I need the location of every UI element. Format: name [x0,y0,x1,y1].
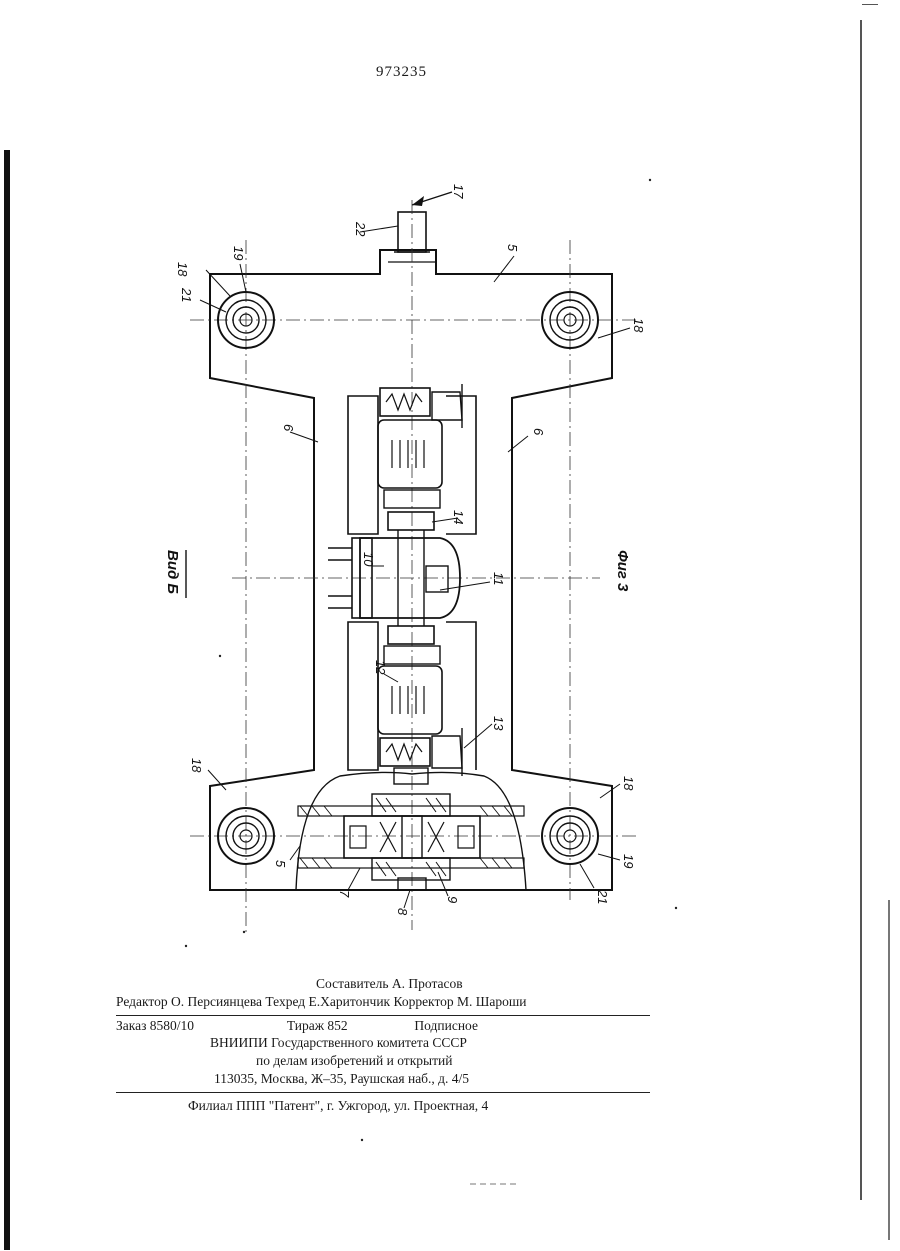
callout-18-tl: 18 [175,262,190,277]
lower-brake-13 [380,738,430,766]
callout-19-bottom: 19 [621,854,636,868]
imprint-branch: Филиал ППП "Патент", г. Ужгород, ул. Про… [188,1098,488,1114]
imprint-print-run: Тираж 852 [287,1018,348,1033]
callout-13: 13 [491,716,506,731]
callout-18-bl: 18 [189,758,204,773]
callout-21-bottom: 21 [595,889,610,904]
imprint-editors: Редактор О. Персиянцева Техред Е.Харитон… [116,994,527,1010]
imprint-order-line: Заказ 8580/10 Тираж 852 Подписное [116,1018,478,1034]
callout-8: 8 [395,908,410,916]
imprint-subscription: Подписное [414,1018,478,1033]
callout-18-br: 18 [621,776,636,791]
section-cutaway [296,772,526,890]
callout-6-right: 6 [531,428,546,436]
callout-21-top: 21 [179,287,194,302]
callout-14: 14 [451,510,466,524]
callout-5-bottom: 5 [273,860,288,868]
imprint-institute-dept: по делам изобретений и открытий [256,1053,452,1069]
imprint-address: 113035, Москва, Ж–35, Раушская наб., д. … [214,1071,469,1087]
imprint-rule-bottom [116,1092,650,1093]
callout-7: 7 [337,890,352,898]
callout-6-left: 6 [281,424,296,432]
figure-caption: Фиг 3 [614,550,631,592]
gear-11 [426,566,448,592]
callout-22: 22 [353,221,368,237]
callout-18-tr: 18 [631,318,646,333]
imprint-rule-top [116,1015,650,1016]
upper-brake-13 [380,388,430,416]
callout-9: 9 [445,896,460,903]
callout-17: 17 [451,184,466,199]
imprint-compiler: Составитель А. Протасов [316,976,463,992]
callout-10: 10 [361,552,376,567]
callout-5-top: 5 [505,244,520,252]
imprint-order: Заказ 8580/10 [116,1018,194,1033]
upper-motor-housing [348,396,378,534]
imprint-institute: ВНИИПИ Государственного комитета СССР [210,1035,467,1051]
view-label: Вид Б [164,550,181,594]
callout-11: 11 [491,572,506,586]
callout-12: 12 [373,660,388,675]
callout-19-top: 19 [231,246,246,260]
coupling-14 [388,512,434,530]
upper-motor [378,420,442,488]
